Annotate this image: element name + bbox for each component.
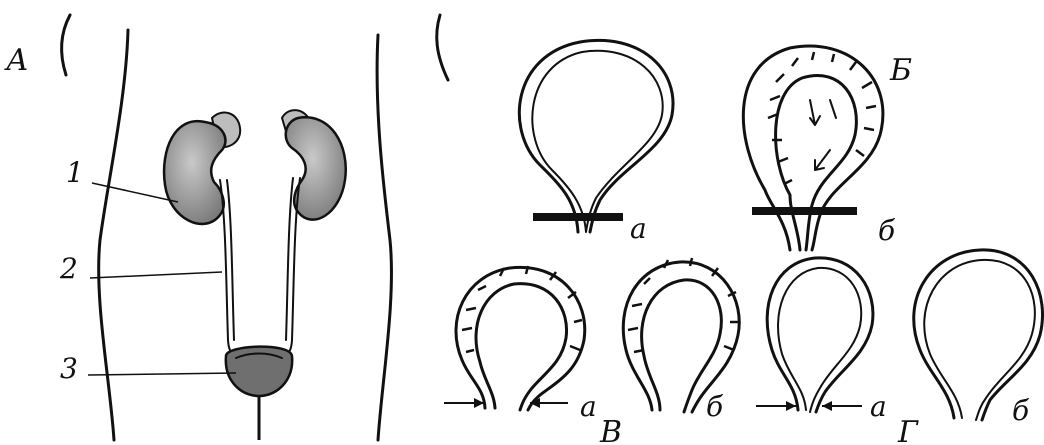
sub-label-b-a: а: [630, 212, 647, 245]
bladder-v-a-constricted: а: [444, 266, 597, 423]
bladder-v-b-thick-wall: б В: [599, 258, 740, 445]
panel-letter-v: В: [599, 415, 622, 445]
callout-3: 3: [60, 352, 78, 385]
callout-2: 2: [59, 252, 78, 285]
sub-label-v-b: б: [706, 390, 724, 423]
torso-right-outline: [437, 15, 448, 80]
panel-a-urinary-system: А 1 2 3: [4, 15, 448, 440]
panel-letter-a: А: [4, 43, 29, 78]
panel-g: а Г б: [756, 250, 1043, 445]
torso-left-side: [99, 30, 128, 440]
callout-1: 1: [66, 156, 84, 189]
torso-left-outline: [62, 15, 70, 75]
torso-right-side: [377, 35, 391, 440]
trabeculation-marks: [768, 52, 876, 184]
bladder-g-a-constricted: а Г: [756, 258, 919, 445]
panel-letter-b: Б: [889, 53, 912, 88]
panel-v: а б В: [444, 258, 740, 445]
sub-label-v-a: а: [580, 390, 597, 423]
sub-label-g-a: а: [870, 390, 887, 423]
sub-label-g-b: б: [1012, 394, 1030, 427]
bladder-g-b-distended: б: [914, 250, 1043, 427]
urinary-bladder: [226, 347, 292, 440]
bladder-b-b-thick-wall: Б б: [743, 46, 912, 250]
callout-line-2: [90, 272, 222, 278]
sub-label-b-b: б: [878, 214, 896, 247]
panel-b: а Б б: [519, 40, 912, 250]
callout-line-3: [88, 373, 236, 375]
bladder-b-a-normal: а: [519, 40, 673, 245]
panel-letter-g: Г: [897, 415, 919, 445]
